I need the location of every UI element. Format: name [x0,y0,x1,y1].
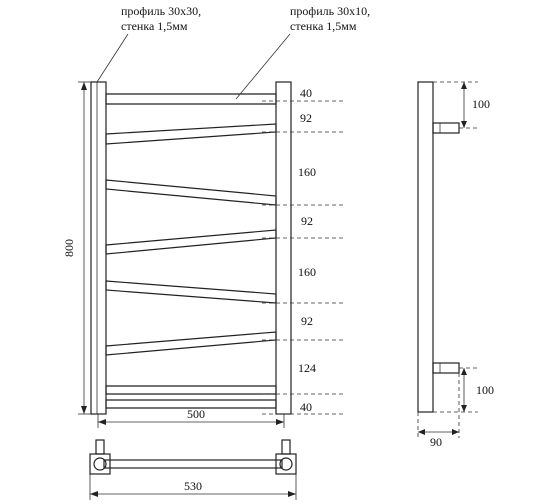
rung [105,280,277,304]
vertical-profile-leader [96,33,129,83]
horizontal-profile-label-line2: стенка 1,5мм [290,19,357,33]
top-offset-label: 100 [472,97,490,111]
rung [105,331,277,356]
side-profile [417,81,434,413]
spacing-label: 92 [300,111,312,125]
rung [105,399,277,409]
bottom-width-label: 530 [184,479,202,493]
side-view: 100 100 90 [417,81,494,449]
width-label: 500 [187,407,205,421]
height-label: 800 [62,239,76,257]
bottom-offset-label: 100 [476,383,494,397]
vertical-profile-label-line1: профиль 30x30, [121,4,201,18]
spacing-label: 92 [301,214,313,228]
rung [105,179,277,206]
left-connector [89,453,111,475]
spacing-label: 92 [301,314,313,328]
horizontal-profile-leader [235,33,291,100]
top-bracket [432,122,460,134]
spacing-dimension-chain: 40 92 160 92 160 92 124 40 [262,86,346,415]
spacing-label: 40 [300,86,312,100]
right-connector [275,453,297,475]
bottom-view: 530 [89,439,297,500]
vertical-profile-label-line2: стенка 1,5мм [121,19,188,33]
front-view: 800 500 40 92 160 92 160 92 124 40 [62,4,370,428]
spacing-label: 160 [298,165,316,179]
spacing-label: 124 [298,361,316,375]
bottom-bar [103,459,283,469]
spacing-label: 160 [298,265,316,279]
horizontal-profile-label-line1: профиль 30x10, [290,4,370,18]
rung [105,385,277,395]
left-vertical-profile [90,81,107,415]
rung [105,93,277,105]
depth-label: 90 [430,435,442,449]
spacing-label: 40 [300,400,312,414]
bottom-bracket [432,362,460,374]
rung [105,229,277,255]
rung [105,123,277,145]
rungs [105,93,277,409]
